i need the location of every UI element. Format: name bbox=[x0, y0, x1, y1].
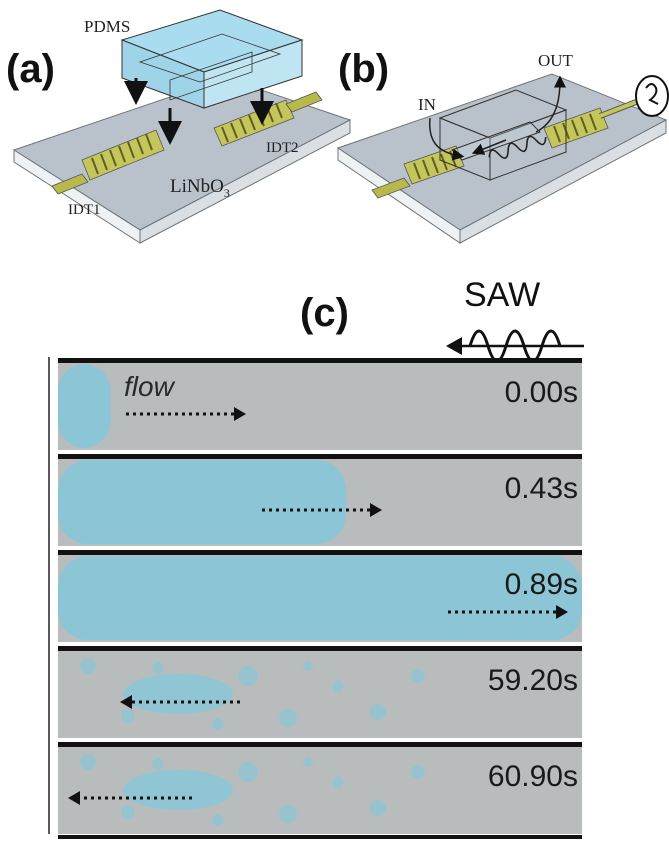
frame-2: 0.43s bbox=[58, 454, 582, 546]
substrate-a-side bbox=[139, 119, 351, 244]
panel-c: (c) SAW 0.00s flow 0.43s 0.89s 59.20s 60.90s bbox=[48, 276, 584, 839]
residual-droplet bbox=[279, 805, 297, 823]
residual-droplet bbox=[332, 776, 344, 788]
panel-a: (a) PDMS IDT2 IDT1 LiNbO3 bbox=[6, 9, 352, 244]
residual-droplet bbox=[80, 754, 96, 770]
frame-divider bbox=[58, 358, 582, 363]
frame-divider bbox=[58, 646, 582, 651]
frame-4: 59.20s bbox=[58, 646, 582, 738]
residual-droplet bbox=[370, 704, 386, 720]
frame-divider bbox=[58, 742, 582, 747]
residual-droplet bbox=[80, 658, 96, 674]
panel-a-label: (a) bbox=[6, 47, 55, 91]
placement-arrows bbox=[124, 78, 274, 145]
substrate-label-main: LiNbO bbox=[170, 176, 224, 197]
flow-arrow-head bbox=[120, 695, 132, 709]
flow-arrow-in-channel bbox=[471, 139, 507, 155]
idt1-label: IDT1 bbox=[68, 202, 101, 218]
time-lapse-frames: 0.00s flow 0.43s 0.89s 59.20s 60.90s bbox=[58, 358, 582, 839]
frame-divider bbox=[58, 550, 582, 555]
saw-label: SAW bbox=[464, 276, 540, 314]
fluid-fill bbox=[58, 460, 347, 544]
in-arrow bbox=[428, 117, 465, 161]
substrate-b-side bbox=[459, 119, 667, 244]
idt-right-electrode bbox=[543, 99, 638, 149]
residual-droplet bbox=[411, 765, 425, 779]
residual-droplet bbox=[152, 662, 164, 674]
residual-droplet bbox=[121, 805, 135, 819]
flow-label: flow bbox=[124, 371, 176, 402]
residual-droplet bbox=[411, 669, 425, 683]
frame-1: 0.00s flow bbox=[58, 358, 582, 450]
residual-droplet bbox=[370, 800, 386, 816]
substrate-label: LiNbO3 bbox=[170, 176, 230, 200]
flow-arrow-head bbox=[556, 605, 568, 619]
residual-droplet bbox=[238, 762, 258, 782]
channel-background bbox=[58, 362, 582, 450]
idt-left-electrode bbox=[371, 145, 465, 199]
residual-droplet bbox=[121, 709, 135, 723]
flow-arrow-head bbox=[370, 503, 382, 517]
time-label: 59.20s bbox=[488, 664, 578, 697]
time-label: 0.89s bbox=[505, 568, 578, 601]
flow-arrow-head bbox=[234, 407, 246, 421]
pdms-block bbox=[120, 9, 304, 109]
residual-droplet bbox=[212, 814, 224, 826]
out-arrow bbox=[535, 75, 566, 133]
residual-droplet bbox=[279, 709, 297, 727]
pdms-label: PDMS bbox=[84, 17, 130, 36]
out-label: OUT bbox=[538, 51, 574, 70]
flow-arrow-head bbox=[68, 791, 80, 805]
frame-divider bbox=[58, 835, 582, 839]
frame-3: 0.89s bbox=[58, 550, 582, 642]
residual-droplet bbox=[152, 758, 164, 770]
frame-5: 60.90s bbox=[58, 742, 582, 839]
signal-generator-icon bbox=[635, 75, 669, 117]
residual-droplet bbox=[238, 666, 258, 686]
fluid-fill bbox=[58, 556, 582, 640]
residual-droplet bbox=[332, 680, 344, 692]
residual-droplet bbox=[212, 718, 224, 730]
time-label: 0.43s bbox=[505, 472, 578, 505]
saw-wave-in-channel bbox=[488, 135, 547, 159]
idt2-label: IDT2 bbox=[266, 140, 299, 156]
fluid-fill bbox=[58, 364, 111, 448]
time-label: 60.90s bbox=[488, 760, 578, 793]
residual-droplet bbox=[303, 661, 313, 671]
residual-droplet bbox=[303, 757, 313, 767]
frame-divider bbox=[58, 454, 582, 459]
time-label: 0.00s bbox=[505, 376, 578, 409]
panel-b-label: (b) bbox=[338, 47, 389, 91]
fluid-droplet bbox=[123, 770, 233, 810]
panel-b: (b) IN OUT bbox=[336, 47, 669, 244]
substrate-label-subscript: 3 bbox=[224, 186, 230, 200]
saw-wave-icon bbox=[446, 329, 584, 363]
panel-c-label: (c) bbox=[300, 291, 349, 335]
fluid-droplet bbox=[123, 674, 233, 714]
in-label: IN bbox=[418, 95, 436, 114]
idt1-electrode bbox=[51, 129, 165, 195]
